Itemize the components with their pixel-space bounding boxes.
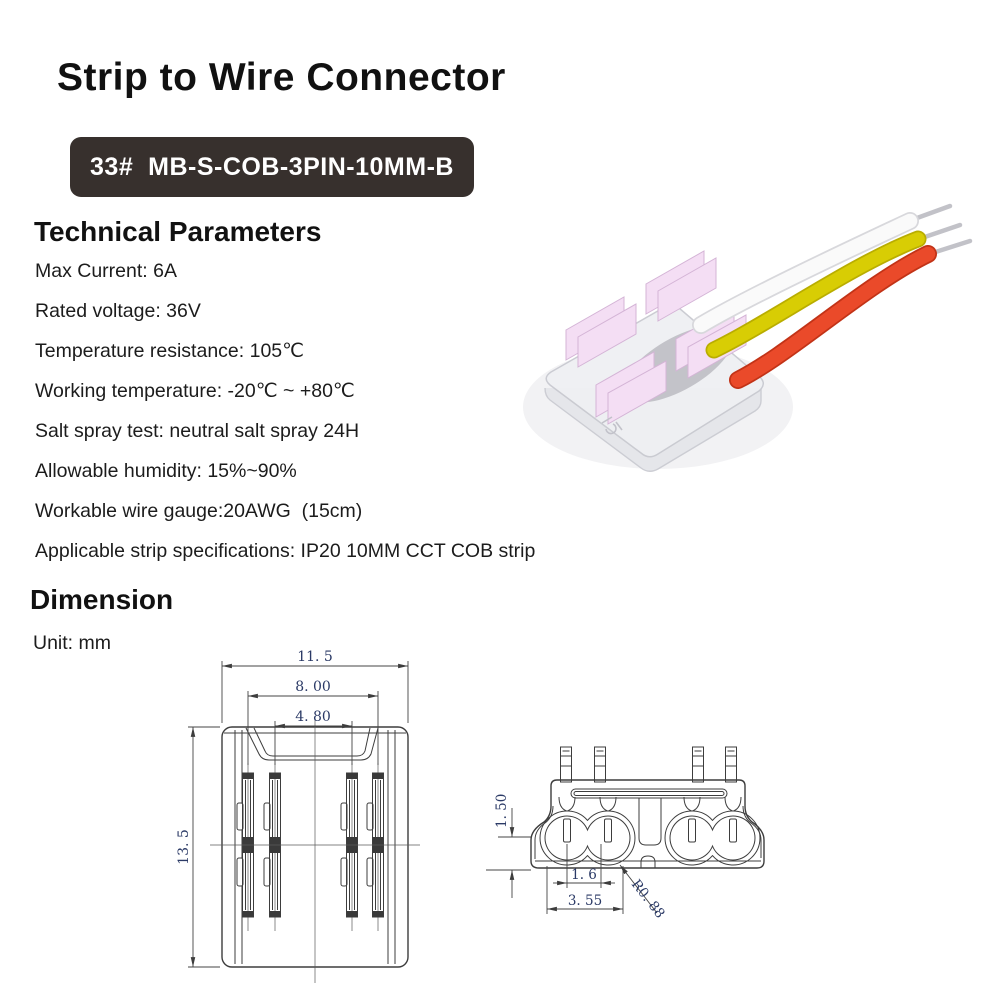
- front-view-pins: [560, 746, 737, 783]
- dimension-drawing-front-view: 1. 50 1. 6 3. 55 R0. 88: [486, 746, 765, 922]
- param-wire-gauge: Workable wire gauge:20AWG (15cm): [35, 500, 363, 522]
- model-badge: 33# MB-S-COB-3PIN-10MM-B: [70, 137, 474, 197]
- dim-inner-slot-span: 4. 80: [295, 709, 331, 725]
- top-view-centerlines: [210, 720, 420, 983]
- top-view-contact-slots: [236, 762, 384, 932]
- dim-lip-height: 1. 50: [494, 794, 510, 828]
- dim-pin-pitch: 1. 6: [571, 867, 597, 883]
- param-humidity: Allowable humidity: 15%~90%: [35, 460, 297, 482]
- technical-parameters-heading: Technical Parameters: [34, 216, 322, 247]
- dim-overall-width: 11. 5: [297, 649, 333, 665]
- dimension-drawing-top-view: 11. 5 8. 00 4. 80 13. 5: [176, 649, 420, 983]
- param-temp-resist: Temperature resistance: 105℃: [35, 340, 305, 362]
- front-view-wire-ports: [539, 796, 761, 866]
- dim-pair-width: 3. 55: [568, 893, 602, 909]
- dimension-heading: Dimension: [30, 584, 174, 615]
- page-title: Strip to Wire Connector: [57, 56, 506, 99]
- param-max-current: Max Current: 6A: [35, 260, 177, 282]
- top-view-dimensions: 11. 5 8. 00 4. 80 13. 5: [176, 649, 409, 968]
- param-rated-voltage: Rated voltage: 36V: [35, 300, 201, 322]
- dim-outer-slot-span: 8. 00: [295, 679, 331, 695]
- embossed-marking: [601, 416, 623, 435]
- white-wire: [693, 213, 918, 333]
- yellow-wire: [707, 232, 925, 357]
- technical-parameters-list: Max Current: 6A Rated voltage: 36V Tempe…: [35, 260, 535, 580]
- param-working-temp: Working temperature: -20℃ ~ +80℃: [35, 380, 355, 402]
- dim-overall-height: 13. 5: [176, 829, 192, 865]
- dim-corner-radius: R0. 88: [628, 877, 668, 922]
- product-photo: [523, 203, 973, 472]
- red-wire: [730, 246, 936, 388]
- param-salt-spray: Salt spray test: neutral salt spray 24H: [35, 420, 360, 442]
- model-badge-label: 33# MB-S-COB-3PIN-10MM-B: [90, 152, 454, 181]
- pink-clip-row-back: [565, 250, 717, 368]
- front-view-body: [530, 779, 765, 869]
- wire-bundle: [692, 203, 973, 389]
- dimension-unit-label: Unit: mm: [33, 632, 111, 654]
- param-strip-spec: Applicable strip specifications: IP20 10…: [35, 540, 536, 562]
